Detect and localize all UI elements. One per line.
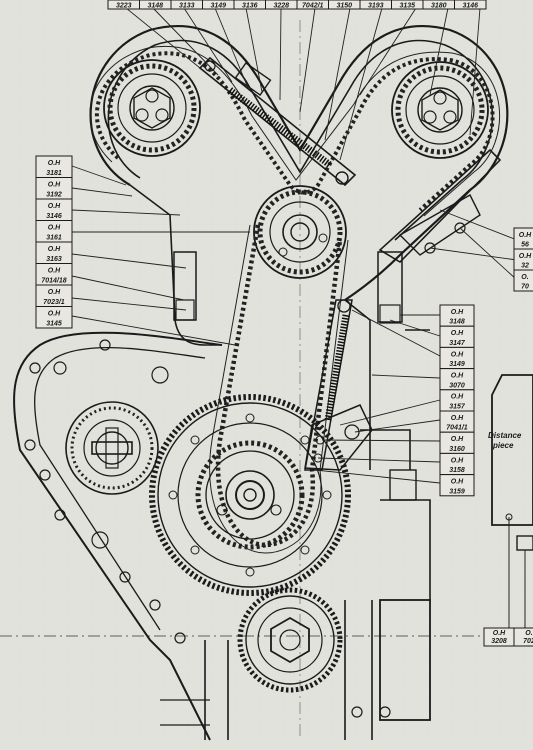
top-label-box — [454, 0, 487, 10]
top-label-text: 3180 — [431, 3, 447, 10]
bottom-label-box — [513, 627, 533, 647]
right-leader-lines — [314, 209, 518, 484]
right-upper-bracket — [398, 194, 481, 256]
lower-housing-outline — [13, 331, 223, 741]
lower-base-structure — [160, 469, 431, 740]
left-labels-prefix: O.H — [48, 289, 61, 296]
right-labels-prefix: O.H — [451, 394, 464, 401]
bottom-label-number: 702 — [523, 638, 533, 645]
left-leader-lines — [71, 165, 250, 346]
left-stud-nut — [175, 299, 195, 321]
right-labels-box — [439, 474, 475, 497]
left-auxiliary-gear — [65, 401, 159, 495]
right-stud-block — [377, 251, 403, 323]
left-labels-prefix: O.H — [48, 225, 61, 232]
left-camshaft-sprocket — [103, 59, 201, 157]
left-labels-number: 3145 — [46, 320, 62, 327]
upper-chain-edge — [89, 46, 501, 217]
left-labels-number: 7014/18 — [41, 277, 66, 284]
left-labels-prefix: O.H — [48, 182, 61, 189]
right-camshaft-sprocket — [391, 61, 489, 159]
right-labels-prefix: O.H — [451, 351, 464, 358]
oil-pump-gear — [237, 587, 343, 693]
edge-labels-number: 32 — [521, 262, 529, 269]
top-label-text: 3146 — [462, 3, 478, 10]
right-labels-number: 3147 — [449, 340, 466, 347]
distance-piece-drawing — [491, 374, 533, 628]
top-label-text: 3149 — [210, 3, 226, 10]
top-leader-lines — [125, 7, 481, 161]
right-labels-number: 7041/1 — [446, 425, 468, 432]
left-labels-number: 3161 — [46, 234, 62, 241]
right-labels-number: 3148 — [449, 319, 465, 326]
edge-labels-number: 70 — [521, 283, 529, 290]
top-label-text: 3223 — [116, 3, 132, 10]
left-labels-number: 3163 — [46, 256, 62, 263]
right-labels-number: 3149 — [449, 361, 465, 368]
right-labels-prefix: O.H — [451, 479, 464, 486]
left-labels-number: 3181 — [46, 170, 62, 177]
right-labels-prefix: O.H — [451, 415, 464, 422]
right-labels-prefix: O.H — [451, 330, 464, 337]
upper-chain-cover-inner — [107, 39, 494, 241]
left-labels-prefix: O.H — [48, 160, 61, 167]
edge-labels-prefix: O. — [521, 274, 528, 281]
bottom-label-prefix: O. — [525, 630, 532, 637]
top-label-text: 3193 — [368, 3, 384, 10]
right-stud-nut — [379, 304, 401, 324]
right-labels-number: 3160 — [449, 446, 465, 453]
top-label-text: 3148 — [147, 3, 163, 10]
left-labels-prefix: O.H — [48, 311, 61, 318]
right-labels-number: 3158 — [449, 467, 465, 474]
left-labels-number: 3146 — [46, 213, 62, 220]
left-labels-prefix: O.H — [48, 268, 61, 275]
bottom-label-prefix: O.H — [493, 630, 506, 637]
right-upper-guide — [378, 148, 502, 264]
left-labels-prefix: O.H — [48, 203, 61, 210]
right-labels-prefix: O.H — [451, 373, 464, 380]
right-labels-prefix: O.H — [451, 457, 464, 464]
distance-piece-label-line1: Distance — [488, 431, 522, 440]
top-label-row: 3223 3148 3133 3149 3136 3228 7042/1 3150 3193 31… — [107, 0, 487, 10]
left-labels-number: 3192 — [46, 191, 62, 198]
housing-bolt-holes — [24, 339, 186, 644]
lower-chain-tensioner — [304, 299, 373, 471]
left-labels-number: 7023/1 — [43, 299, 65, 306]
left-labels-box — [35, 306, 73, 329]
lower-chain-edge — [209, 224, 349, 554]
top-label-text: 3135 — [399, 3, 415, 10]
right-labels-number: 3159 — [449, 488, 465, 495]
right-labels-prefix: O.H — [451, 309, 464, 316]
distance-piece-label-line2: piece — [492, 441, 514, 450]
lower-housing-inner — [34, 346, 206, 631]
bottom-label-number: 3208 — [491, 638, 507, 645]
top-label-text: 3150 — [336, 3, 352, 10]
intermediate-sprocket — [253, 185, 347, 279]
left-labels-prefix: O.H — [48, 246, 61, 253]
top-label-text: 7042/1 — [302, 3, 324, 10]
top-label-text: 3228 — [273, 3, 289, 10]
right-casing — [344, 299, 430, 470]
edge-labels-prefix: O.H — [519, 253, 532, 260]
top-label-text: 3133 — [179, 3, 195, 10]
crankshaft-gear — [149, 394, 351, 596]
left-label-column: O.H3181O.H3192O.H3146O.H3161O.H3163O.H70… — [35, 155, 73, 329]
right-labels-prefix: O.H — [451, 436, 464, 443]
right-label-column: O.H3148O.H3147O.H3149O.H3070O.H3157O.H70… — [439, 304, 475, 497]
right-labels-number: 3070 — [449, 382, 465, 389]
edge-labels-prefix: O.H — [519, 232, 532, 239]
edge-labels-box — [513, 269, 533, 292]
edge-labels-number: 56 — [521, 241, 529, 248]
top-label-text: 3136 — [242, 3, 258, 10]
right-labels-number: 3157 — [449, 403, 466, 410]
